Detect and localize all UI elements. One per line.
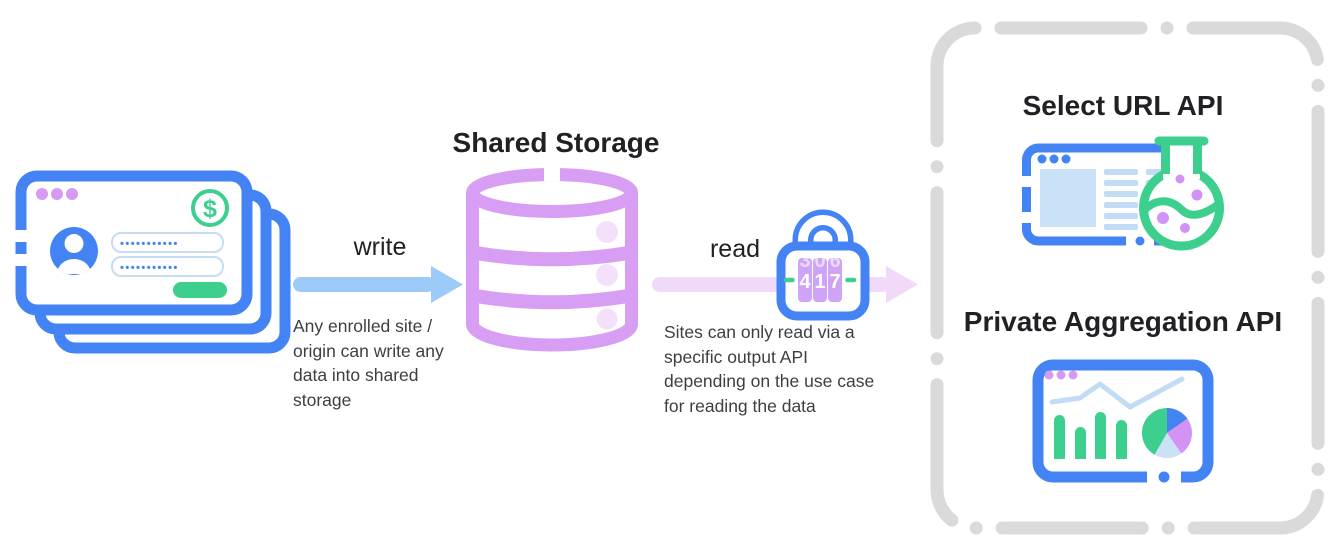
login-windows-illustration: $ ••••••••••• ••••••••••• (15, 170, 291, 354)
login-window: $ ••••••••••• ••••••••••• (15, 170, 253, 316)
flask-bubble (1191, 189, 1203, 201)
pie-chart-icon (1141, 407, 1192, 459)
dial-digit-below: 8 (829, 299, 840, 321)
flask-bubble (1157, 212, 1169, 224)
dial-digit: 4 (799, 271, 811, 293)
dial-digit: 1 (814, 271, 825, 293)
border-gap (1021, 176, 1032, 187)
border-gap (1021, 212, 1032, 223)
line-chart-icon (1049, 376, 1185, 410)
read-label: read (709, 235, 761, 263)
password-dots: ••••••••••• (120, 238, 179, 250)
border-dot (1135, 236, 1145, 246)
shared-storage-title: Shared Storage (452, 127, 660, 158)
db-top-gap (544, 165, 560, 181)
border-gap (15, 230, 27, 242)
bar-chart-icon (1054, 412, 1127, 459)
db-row-dot (596, 264, 618, 286)
output-apis-dashed-boundary (930, 21, 1325, 535)
password-dots: ••••••••••• (120, 262, 179, 274)
write-arrow-icon (293, 266, 463, 303)
db-row-dot (596, 308, 618, 330)
login-button[interactable] (173, 282, 227, 298)
dial-digit-above: 3 (799, 250, 810, 272)
write-caption: Any enrolled site / origin can write any… (293, 316, 444, 410)
border-dot (15, 242, 27, 254)
window-controls-icon (36, 188, 78, 200)
flask-bubble (1175, 174, 1185, 184)
dial-digit-below: 2 (814, 299, 825, 321)
write-label: write (353, 233, 407, 261)
lock-icon: 3 0 6 5 2 8 4 1 7 (776, 209, 870, 321)
password-input[interactable]: ••••••••••• (111, 232, 224, 253)
window-controls-icon (1044, 370, 1078, 380)
database-icon (466, 165, 638, 352)
border-dot (1158, 471, 1170, 483)
dollar-symbol: $ (203, 195, 217, 223)
dollar-icon: $ (191, 189, 229, 227)
border-gap (15, 254, 27, 266)
dial-digit-above: 0 (814, 250, 825, 272)
combination-dials: 3 0 6 5 2 8 4 1 7 (798, 250, 842, 321)
select-url-api-title: Select URL API (1022, 90, 1224, 121)
db-row-dot (596, 221, 618, 243)
read-caption: Sites can only read via a specific outpu… (664, 322, 875, 416)
flask-icon (1139, 136, 1224, 251)
dial-digit-above: 6 (829, 250, 840, 272)
flask-bubble (1180, 223, 1190, 233)
dial-digit: 7 (829, 271, 840, 293)
window-controls-icon (1037, 154, 1071, 164)
select-url-api-icon (1021, 136, 1224, 251)
avatar-icon (50, 227, 98, 275)
content-panel (1040, 169, 1096, 227)
password-input-2[interactable]: ••••••••••• (111, 256, 224, 277)
private-aggregation-api-icon (1032, 359, 1214, 484)
private-aggregation-api-title: Private Aggregation API (963, 306, 1283, 337)
dial-digit-below: 5 (799, 299, 810, 321)
